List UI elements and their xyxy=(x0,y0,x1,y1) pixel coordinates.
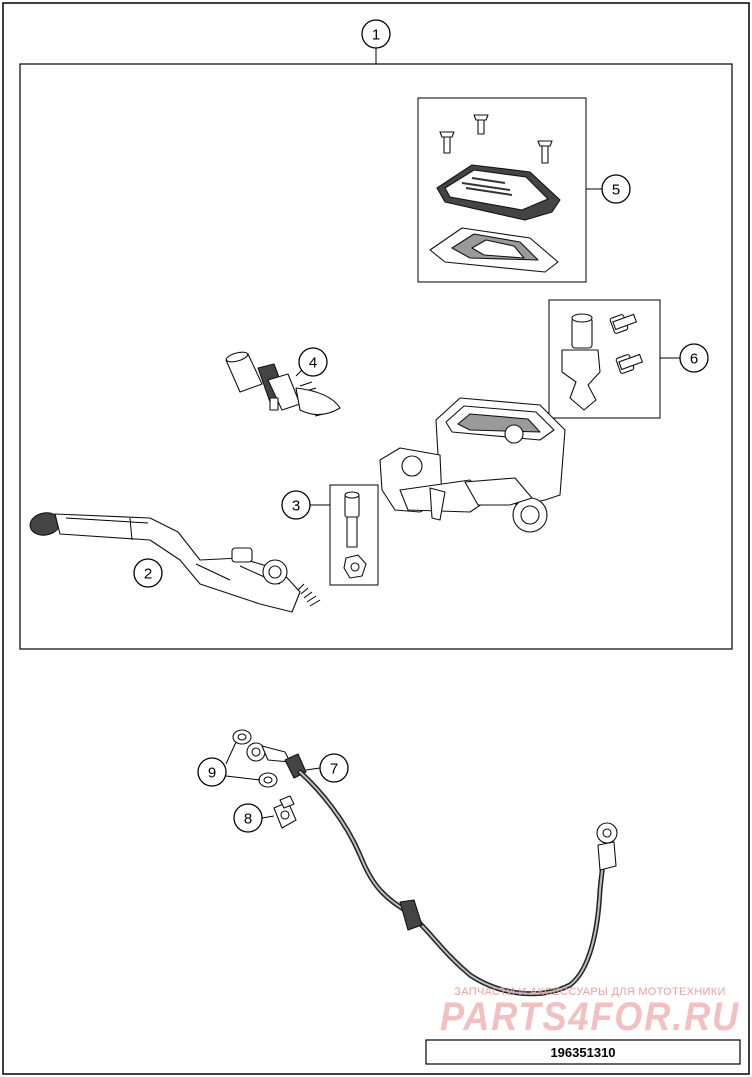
callout-5: 5 xyxy=(601,174,631,204)
callout-2-label: 2 xyxy=(144,566,152,583)
callout-3: 3 xyxy=(281,490,311,520)
callout-5-label: 5 xyxy=(612,182,620,199)
callout-6-label: 6 xyxy=(690,351,698,368)
callout-2: 2 xyxy=(133,558,163,588)
callout-8-label: 8 xyxy=(244,811,252,828)
screw-part xyxy=(439,114,553,164)
piston-kit-part xyxy=(225,351,341,417)
callout-3-label: 3 xyxy=(292,498,300,515)
diaphragm-part xyxy=(429,227,559,273)
watermark-tagline: ЗАПЧАСТИ И АКСЕССУАРЫ ДЛЯ МОТОТЕХНИКИ xyxy=(454,986,725,998)
callout-4-label: 4 xyxy=(309,355,317,372)
watermark-logo-text: PARTS4FOR.RU xyxy=(440,995,740,1039)
reference-code: 196351310 xyxy=(550,1045,615,1060)
cap-kit-box xyxy=(417,97,587,283)
clamp-screw-part xyxy=(609,313,643,374)
callout-9: 9 xyxy=(197,757,227,787)
clamp-part xyxy=(561,313,601,411)
washer-part xyxy=(232,729,278,788)
callout-1: 1 xyxy=(361,19,391,49)
pivot-pin-part xyxy=(343,491,367,579)
callout-9-label: 9 xyxy=(208,765,216,782)
callout-4: 4 xyxy=(298,347,328,377)
callout-6: 6 xyxy=(679,343,709,373)
banjo-bolt-part xyxy=(273,795,297,829)
callout-8: 8 xyxy=(233,803,263,833)
callout-7-label: 7 xyxy=(330,761,338,778)
master-cylinder-part xyxy=(379,397,566,533)
clutch-hose-part xyxy=(246,742,618,997)
reference-box xyxy=(425,1039,741,1065)
pivot-kit-box xyxy=(329,484,379,586)
callout-7: 7 xyxy=(319,753,349,783)
reservoir-cap-part xyxy=(436,164,561,221)
clutch-lever-part xyxy=(29,512,321,613)
clamp-kit-box xyxy=(548,299,661,419)
callout-1-label: 1 xyxy=(372,27,380,44)
